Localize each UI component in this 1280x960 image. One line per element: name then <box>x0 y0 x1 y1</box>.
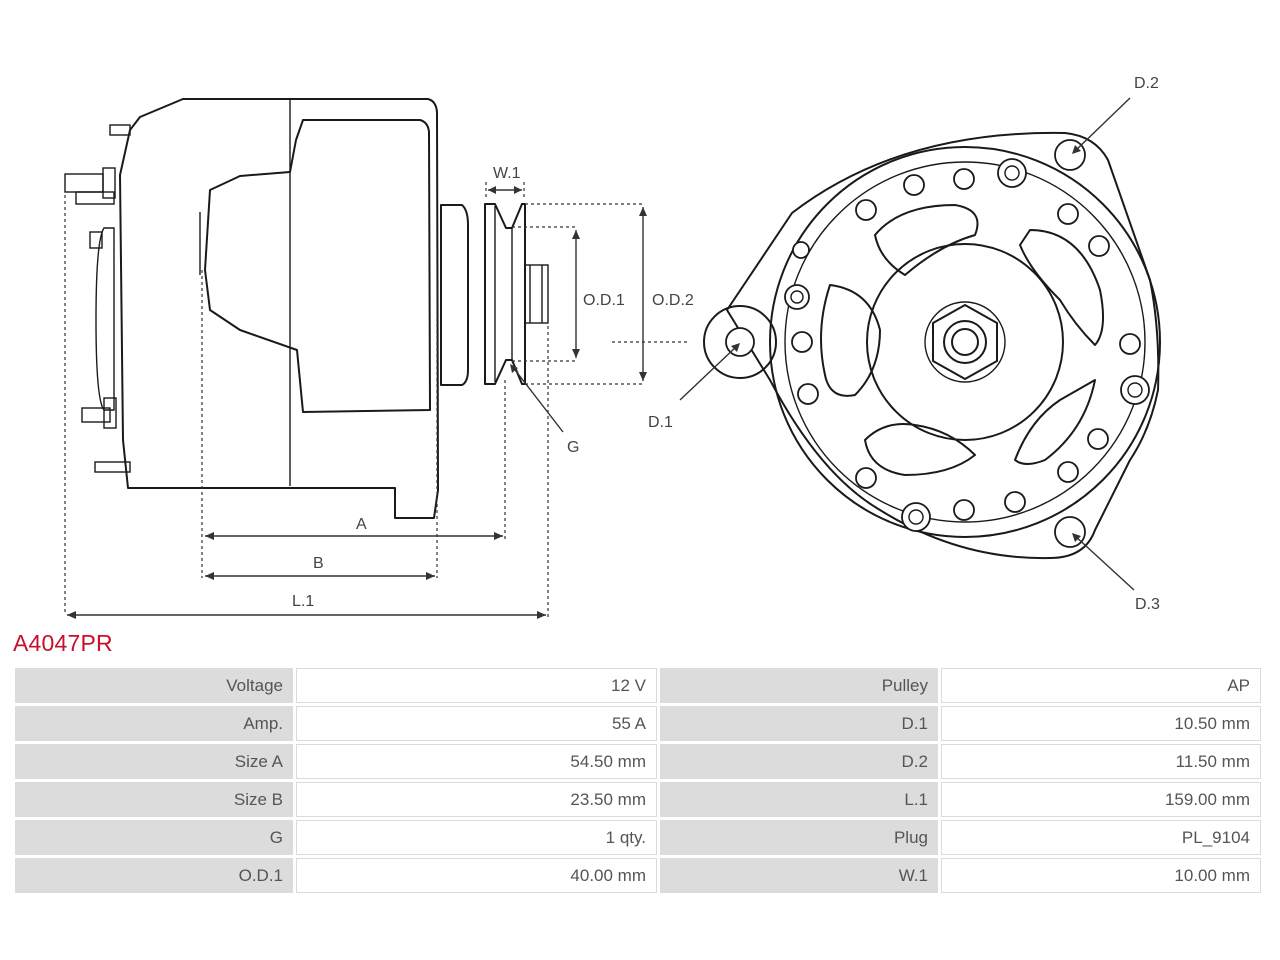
spec-label: L.1 <box>660 782 938 817</box>
spec-value: 54.50 mm <box>296 744 657 779</box>
spec-label: G <box>15 820 293 855</box>
alternator-technical-drawing: W.1 O.D.1 O.D.2 G A B L.1 <box>64 75 1161 619</box>
spec-value: 159.00 mm <box>941 782 1261 817</box>
spec-value: 10.50 mm <box>941 706 1261 741</box>
spec-label: Size A <box>15 744 293 779</box>
spec-row: Size A 54.50 mm D.2 11.50 mm <box>15 744 1261 779</box>
flange-holes <box>791 168 1141 521</box>
spec-label: Pulley <box>660 668 938 703</box>
spec-value: 10.00 mm <box>941 858 1261 893</box>
spec-value: PL_9104 <box>941 820 1261 855</box>
spec-label: D.1 <box>660 706 938 741</box>
spec-value: 11.50 mm <box>941 744 1261 779</box>
label-d2: D.2 <box>1134 75 1159 92</box>
spec-row: Amp. 55 A D.1 10.50 mm <box>15 706 1261 741</box>
label-g: G <box>567 439 579 456</box>
spec-row: Size B 23.50 mm L.1 159.00 mm <box>15 782 1261 817</box>
label-b: B <box>313 555 324 572</box>
spec-row: G 1 qty. Plug PL_9104 <box>15 820 1261 855</box>
spec-label: W.1 <box>660 858 938 893</box>
spec-label: Size B <box>15 782 293 817</box>
spec-label: Amp. <box>15 706 293 741</box>
label-d3: D.3 <box>1135 596 1160 613</box>
alternator-side-view: W.1 O.D.1 O.D.2 G A B L.1 <box>64 98 694 619</box>
spec-value: AP <box>941 668 1261 703</box>
pulley <box>484 203 549 385</box>
bolt-heads <box>784 158 1150 532</box>
label-w1: W.1 <box>493 165 521 182</box>
spec-value: 55 A <box>296 706 657 741</box>
label-l1: L.1 <box>292 593 314 610</box>
label-a: A <box>356 516 367 533</box>
label-od2: O.D.2 <box>652 292 694 309</box>
rear-bolts <box>64 124 131 473</box>
spec-label: Plug <box>660 820 938 855</box>
spec-row: Voltage 12 V Pulley AP <box>15 668 1261 703</box>
spec-label: O.D.1 <box>15 858 293 893</box>
label-od1: O.D.1 <box>583 292 625 309</box>
spec-value: 1 qty. <box>296 820 657 855</box>
alternator-front-view: D.1 D.2 D.3 <box>612 75 1161 613</box>
label-d1: D.1 <box>648 414 673 431</box>
spec-table: Voltage 12 V Pulley AP Amp. 55 A D.1 10.… <box>12 665 1264 896</box>
spec-label: Voltage <box>15 668 293 703</box>
spec-value: 23.50 mm <box>296 782 657 817</box>
part-number-title: A4047PR <box>13 630 113 656</box>
spec-value: 40.00 mm <box>296 858 657 893</box>
spec-value: 12 V <box>296 668 657 703</box>
spec-label: D.2 <box>660 744 938 779</box>
spec-row: O.D.1 40.00 mm W.1 10.00 mm <box>15 858 1261 893</box>
